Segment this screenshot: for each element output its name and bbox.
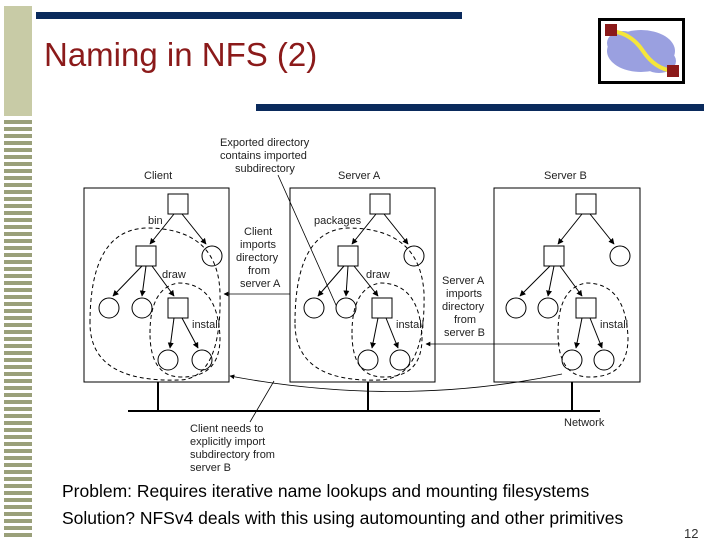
stripe-segment	[4, 169, 32, 173]
slide-title: Naming in NFS (2)	[44, 36, 318, 73]
stripe-segment	[4, 470, 32, 474]
stripe-segment	[4, 204, 32, 208]
node-install-client-label: install	[192, 319, 220, 331]
stripe-segment	[4, 190, 32, 194]
stripe-segment	[4, 337, 32, 341]
stripe-segment	[4, 260, 32, 264]
stripe-segment	[4, 435, 32, 439]
stripe-segment	[4, 407, 32, 411]
stripe-segment	[4, 428, 32, 432]
stripe-segment	[4, 274, 32, 278]
stripe-segment	[4, 316, 32, 320]
left-stripe-decoration	[0, 0, 36, 540]
stripe-segment	[4, 491, 32, 495]
solution-line: Solution? NFSv4 deals with this using au…	[62, 508, 624, 528]
stripe-segment	[4, 302, 32, 306]
server-a-label: Server A	[338, 170, 381, 182]
stripe-segment	[4, 211, 32, 215]
stripe-segment	[4, 155, 32, 159]
stripe-segment	[4, 372, 32, 376]
node-draw-server-a-label: draw	[366, 269, 390, 281]
stripe-segment	[4, 148, 32, 152]
stripe-segment	[4, 323, 32, 327]
stripe-segment	[4, 386, 32, 390]
stripe-segment	[4, 421, 32, 425]
stripe-segment	[4, 442, 32, 446]
stripe-segment	[4, 267, 32, 271]
server-b-frame	[493, 187, 641, 383]
bottom-rule	[256, 104, 704, 111]
stripe-segment	[4, 288, 32, 292]
cloud-network-icon	[605, 24, 679, 77]
stripe-segment	[4, 351, 32, 355]
stripe-segment	[4, 295, 32, 299]
stripe-segment	[4, 358, 32, 362]
stripe-segment	[4, 183, 32, 187]
stripe-segment	[4, 197, 32, 201]
server-a-frame	[289, 187, 436, 383]
server-a-imports-note: Server A imports directory from server B	[442, 275, 487, 339]
server-a-tree	[294, 193, 425, 381]
stripe-segment	[4, 414, 32, 418]
stripe-segment	[4, 176, 32, 180]
stripe-segment	[4, 162, 32, 166]
stripe-segment	[4, 309, 32, 313]
stripe-segment	[4, 281, 32, 285]
stripe-segment	[4, 379, 32, 383]
stripe-segment	[4, 484, 32, 488]
stripe-segment	[4, 127, 32, 131]
client-frame	[83, 187, 230, 383]
client-imports-note: Client imports directory from server A	[236, 226, 281, 290]
node-install-server-a-label: install	[396, 319, 424, 331]
node-draw-client-label: draw	[162, 269, 186, 281]
stripe-segment	[4, 246, 32, 250]
server-b-label: Server B	[544, 170, 587, 182]
top-rule	[36, 12, 462, 19]
server-b-tree	[505, 193, 631, 378]
problem-line: Problem: Requires iterative name lookups…	[62, 481, 590, 501]
stripe-segment	[4, 141, 32, 145]
stripe-segment	[4, 218, 32, 222]
stripe-segment	[4, 239, 32, 243]
stripe-segment	[4, 400, 32, 404]
client-tree	[89, 193, 223, 381]
stripe-segment	[4, 134, 32, 138]
node-packages-label: packages	[314, 215, 362, 227]
stripe-segment	[4, 477, 32, 481]
stripe-segment	[4, 533, 32, 537]
client-needs-note: Client needs to explicitly import subdir…	[190, 423, 278, 474]
stripe-segment	[4, 253, 32, 257]
stripe-segment	[4, 344, 32, 348]
stripe-segment	[4, 365, 32, 369]
network-label: Network	[564, 417, 605, 429]
client-label: Client	[144, 170, 172, 182]
slide-number: 12	[684, 526, 699, 541]
stripe-segment	[4, 526, 32, 530]
stripe-segment	[4, 519, 32, 523]
stripe-segment	[4, 456, 32, 460]
stripe-segment	[4, 449, 32, 453]
stripe-segment	[4, 463, 32, 467]
stripe-segment	[4, 498, 32, 502]
stripe-segment	[4, 225, 32, 229]
node-bin-label: bin	[148, 215, 163, 227]
exported-directory-note: Exported directory contains imported sub…	[220, 137, 312, 175]
node-install-server-b-label: install	[600, 319, 628, 331]
stripe-segment	[4, 505, 32, 509]
logo	[598, 18, 685, 84]
stripe-segment	[4, 120, 32, 124]
stripe-segment	[4, 512, 32, 516]
stripe-segment	[4, 232, 32, 236]
nfs-naming-diagram: Client Server A Server B Exported direct…	[83, 137, 641, 474]
stripe-segment	[4, 330, 32, 334]
stripe-segment	[4, 393, 32, 397]
